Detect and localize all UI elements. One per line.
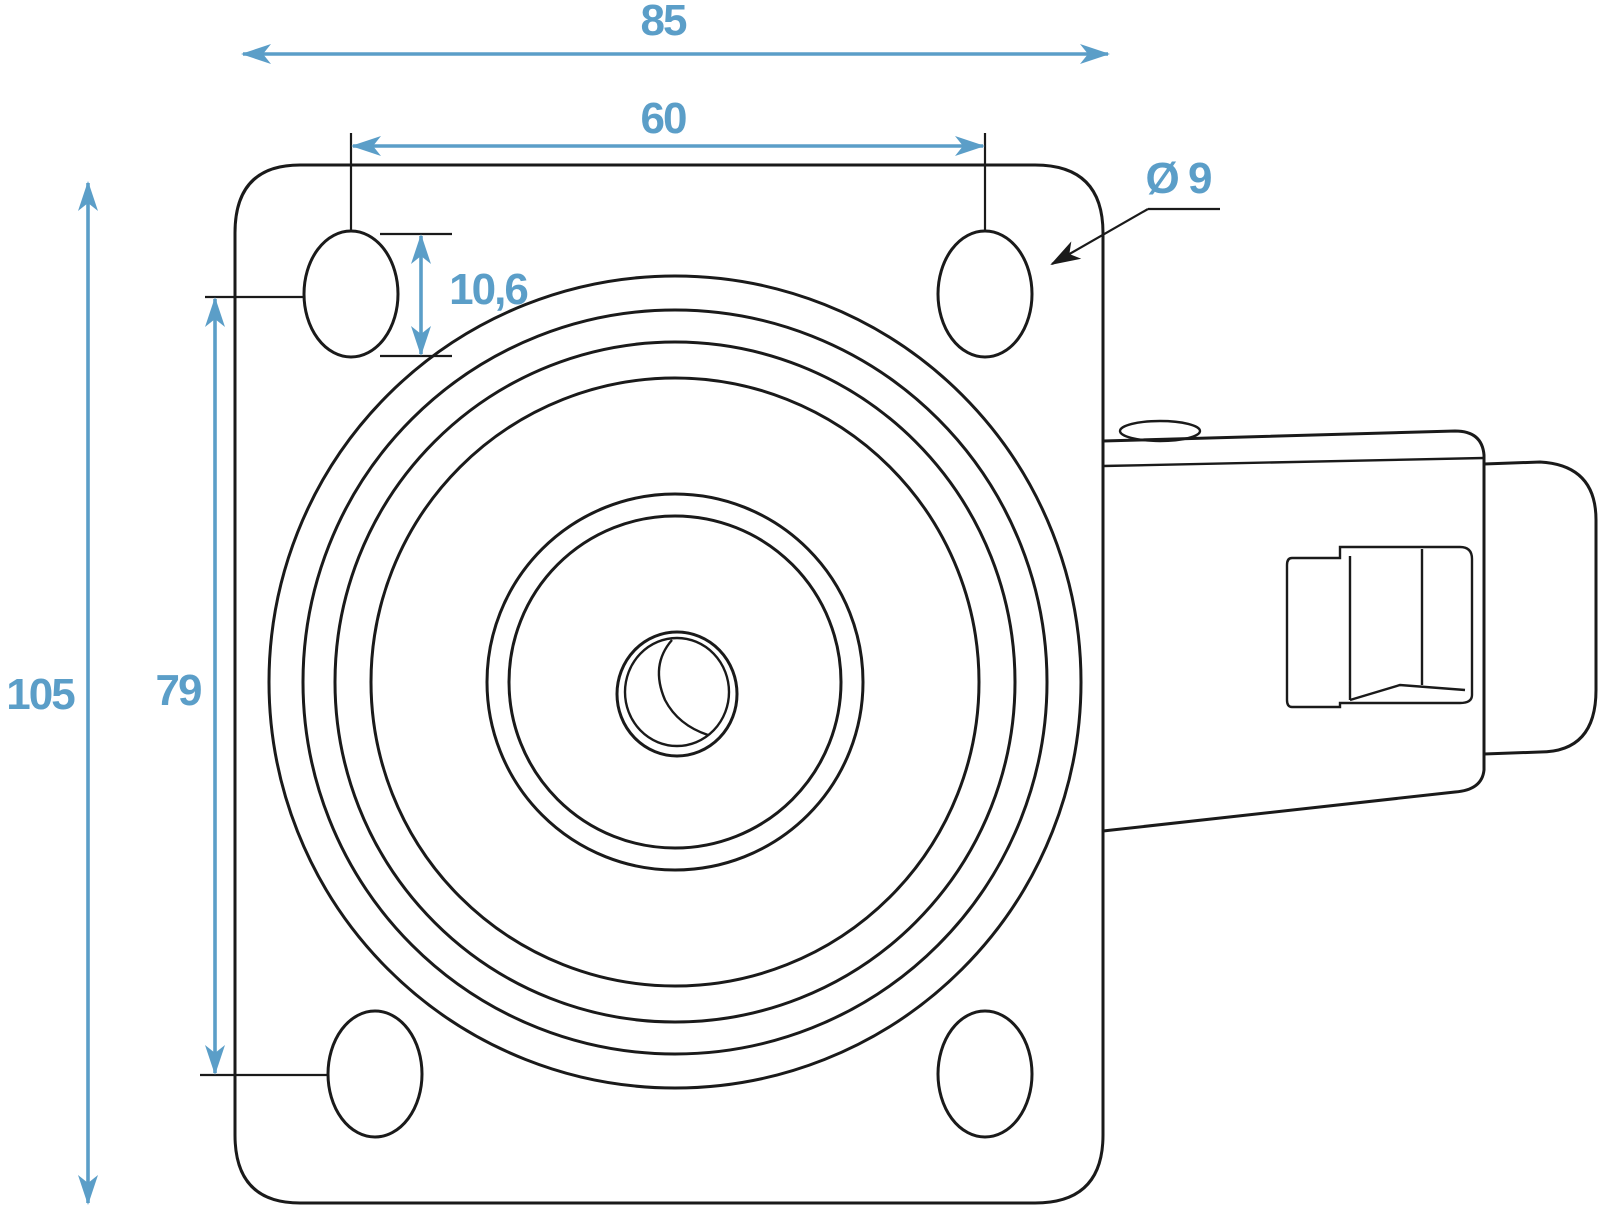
brake-button-inner xyxy=(1348,549,1466,702)
mounting-plate xyxy=(233,163,1105,1205)
bearing-ring-4 xyxy=(369,376,981,988)
dimension-lines xyxy=(78,44,1110,1205)
mounting-hole-bottom-right xyxy=(936,1009,1034,1139)
mounting-hole-top-right xyxy=(936,229,1034,359)
bearing-ring-outer xyxy=(267,274,1083,1090)
center-bolt-crescent xyxy=(657,639,709,737)
bearing-ring-2 xyxy=(301,308,1049,1056)
center-bolt-inner xyxy=(623,636,731,748)
arrow-icon xyxy=(1050,208,1149,265)
brake-arm-outline xyxy=(1101,429,1486,833)
brake-pedal xyxy=(1482,460,1598,756)
label-overall-height: 105 xyxy=(6,670,75,719)
extension-lines xyxy=(200,133,987,1077)
label-hole-spacing-y: 79 xyxy=(156,666,201,715)
label-hole-diameter: Ø 9 xyxy=(1146,154,1211,203)
mounting-hole-top-left xyxy=(302,229,400,359)
hub-ring-inner xyxy=(507,514,843,850)
label-overall-width: 85 xyxy=(641,0,687,45)
brake-lever-group xyxy=(1101,419,1598,833)
mounting-hole-bottom-left xyxy=(326,1009,424,1139)
center-bolt-outer xyxy=(615,630,739,758)
swivel-bearing-group xyxy=(267,274,1083,1090)
label-hole-spacing-x: 60 xyxy=(641,94,686,143)
brake-arm-top-edge xyxy=(1102,456,1485,468)
bearing-ring-3 xyxy=(333,340,1017,1024)
label-slot-height: 10,6 xyxy=(449,265,527,314)
mounting-plate-group xyxy=(233,163,1105,1205)
brake-pin xyxy=(1118,419,1202,443)
hub-ring-outer xyxy=(485,492,865,872)
hole-diameter-leader xyxy=(1050,207,1220,265)
brake-button-outer xyxy=(1285,545,1474,709)
dimension-labels: 85 60 105 79 10,6 Ø 9 xyxy=(6,0,1213,719)
